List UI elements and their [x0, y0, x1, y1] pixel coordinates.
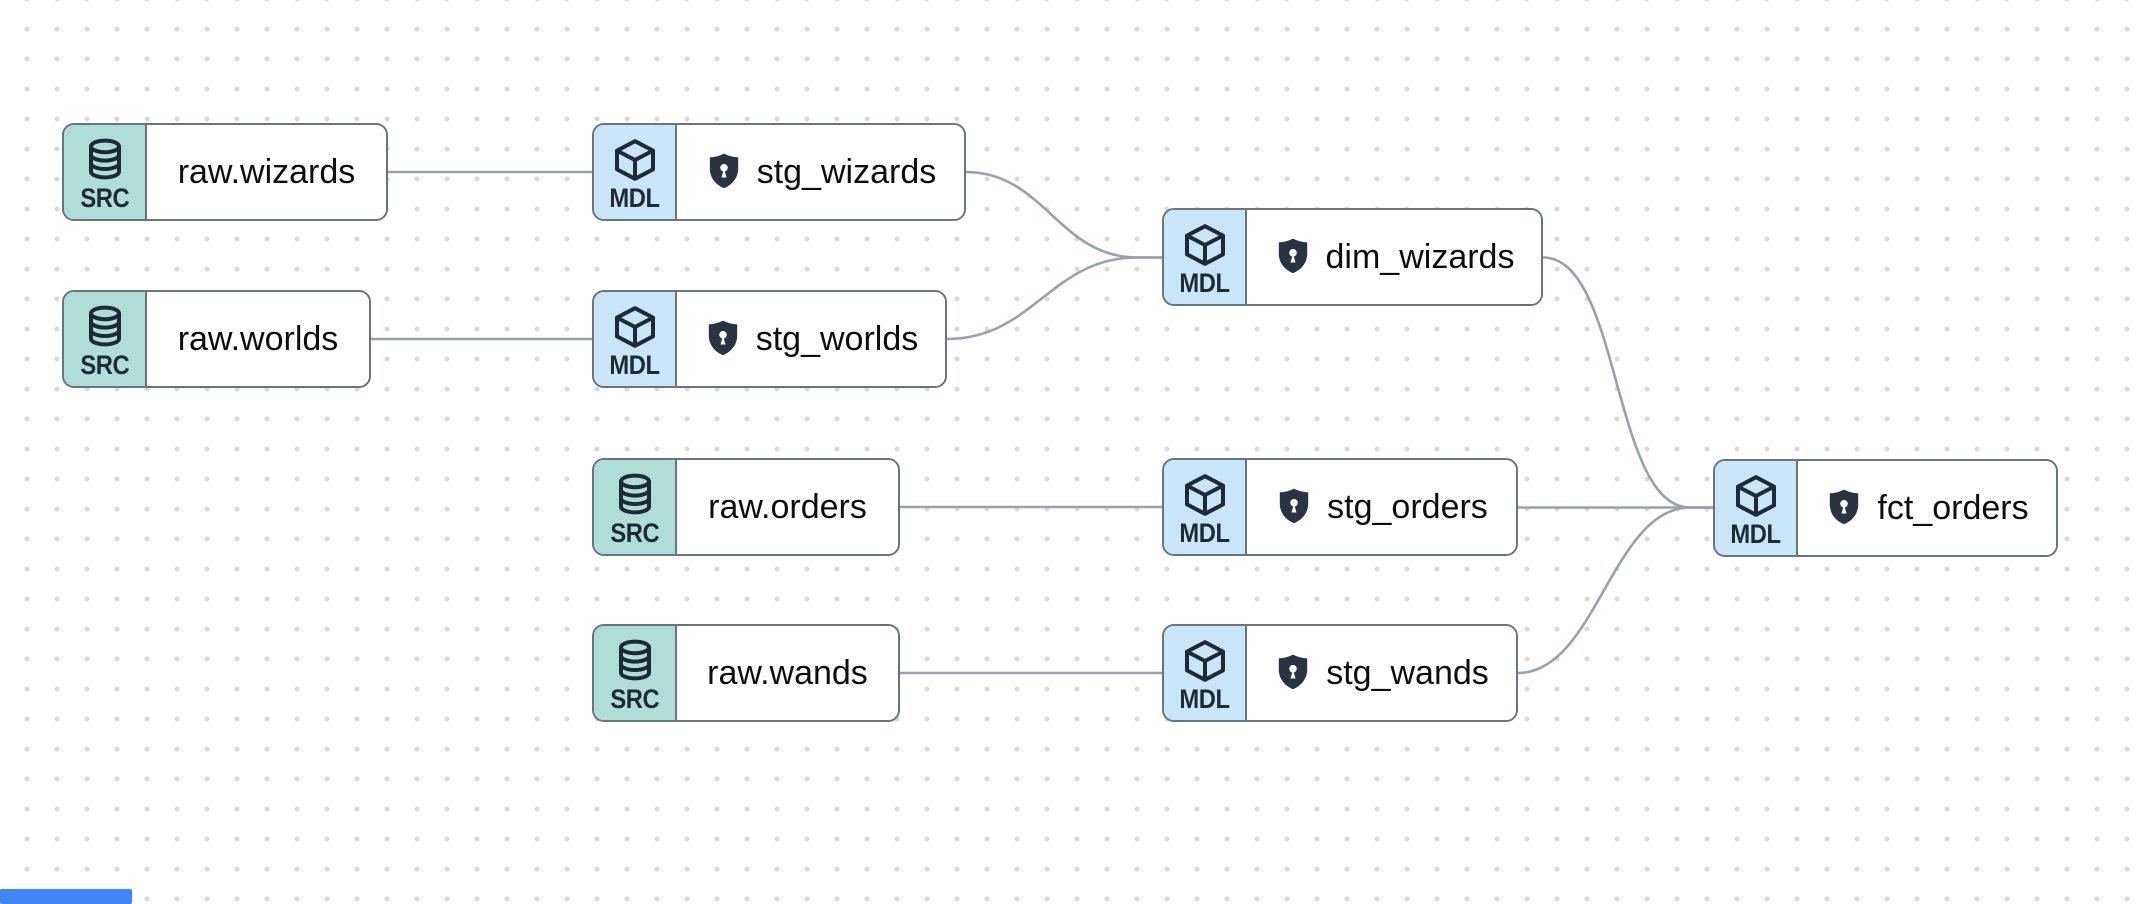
- node-type-label: SRC: [80, 183, 129, 213]
- node-type-badge: MDL: [1715, 461, 1798, 555]
- edge-stg-worlds-to-dim-wizards: [945, 256, 1164, 341]
- node-stg-orders[interactable]: MDL stg_orders: [1162, 458, 1518, 556]
- horizontal-scrollbar-thumb[interactable]: [0, 889, 132, 904]
- database-icon: [611, 637, 659, 685]
- node-type-label: MDL: [1179, 518, 1230, 548]
- node-dim-wizards[interactable]: MDL dim_wizards: [1162, 208, 1543, 306]
- node-body: raw.orders: [677, 460, 898, 554]
- cube-icon: [1732, 472, 1780, 520]
- node-body: dim_wizards: [1247, 210, 1541, 304]
- node-body: stg_worlds: [677, 292, 945, 386]
- node-type-label: MDL: [609, 183, 660, 213]
- cube-icon: [1181, 637, 1229, 685]
- node-type-badge: MDL: [1164, 460, 1247, 554]
- node-type-label: MDL: [1179, 684, 1230, 714]
- node-type-label: MDL: [1179, 268, 1230, 298]
- node-type-badge: MDL: [594, 292, 677, 386]
- node-label: stg_wands: [1326, 653, 1489, 692]
- node-raw-orders[interactable]: SRC raw.orders: [592, 458, 900, 556]
- node-stg-wands[interactable]: MDL stg_wands: [1162, 624, 1518, 722]
- node-label: dim_wizards: [1325, 237, 1515, 276]
- node-raw-worlds[interactable]: SRC raw.worlds: [62, 290, 371, 388]
- node-type-label: SRC: [80, 350, 129, 380]
- node-label: raw.wizards: [177, 152, 356, 191]
- node-label: raw.worlds: [177, 319, 339, 358]
- node-type-badge: MDL: [1164, 210, 1247, 304]
- shield-lock-icon: [709, 153, 738, 188]
- shield-lock-icon: [1279, 654, 1308, 689]
- node-body: stg_wands: [1247, 626, 1516, 720]
- node-label: raw.wands: [707, 653, 868, 692]
- node-type-badge: SRC: [594, 626, 677, 720]
- node-label: fct_orders: [1877, 488, 2029, 527]
- node-body: fct_orders: [1798, 461, 2056, 555]
- node-stg-worlds[interactable]: MDL stg_worlds: [592, 290, 947, 388]
- node-fct-orders[interactable]: MDL fct_orders: [1713, 459, 2058, 557]
- database-icon: [81, 303, 129, 351]
- node-body: raw.wands: [677, 626, 898, 720]
- node-body: raw.worlds: [147, 292, 369, 386]
- database-icon: [611, 471, 659, 519]
- node-type-label: SRC: [610, 684, 659, 714]
- node-label: raw.orders: [708, 487, 867, 526]
- node-type-badge: SRC: [594, 460, 677, 554]
- edge-stg-wands-to-fct-orders: [1516, 506, 1715, 675]
- node-type-label: SRC: [610, 518, 659, 548]
- shield-lock-icon: [1279, 488, 1309, 523]
- node-type-badge: SRC: [64, 292, 147, 386]
- node-raw-wizards[interactable]: SRC raw.wizards: [62, 123, 388, 221]
- node-type-label: MDL: [609, 350, 660, 380]
- database-icon: [81, 136, 129, 184]
- shield-lock-icon: [1278, 238, 1307, 273]
- cube-icon: [1181, 221, 1229, 269]
- edge-dim-wizards-to-fct-orders: [1541, 256, 1715, 509]
- node-label: stg_orders: [1327, 487, 1488, 526]
- node-label: stg_worlds: [755, 319, 919, 358]
- cube-icon: [611, 303, 659, 351]
- node-type-badge: MDL: [1164, 626, 1247, 720]
- node-body: stg_orders: [1247, 460, 1516, 554]
- shield-lock-icon: [1830, 489, 1859, 524]
- shield-lock-icon: [708, 320, 737, 355]
- node-label: stg_wizards: [756, 152, 937, 191]
- node-body: stg_wizards: [677, 125, 964, 219]
- node-type-badge: MDL: [594, 125, 677, 219]
- node-body: raw.wizards: [147, 125, 386, 219]
- cube-icon: [611, 136, 659, 184]
- node-type-label: MDL: [1730, 519, 1781, 549]
- node-stg-wizards[interactable]: MDL stg_wizards: [592, 123, 966, 221]
- node-raw-wands[interactable]: SRC raw.wands: [592, 624, 900, 722]
- node-type-badge: SRC: [64, 125, 147, 219]
- edge-stg-wizards-to-dim-wizards: [964, 170, 1164, 259]
- cube-icon: [1181, 471, 1229, 519]
